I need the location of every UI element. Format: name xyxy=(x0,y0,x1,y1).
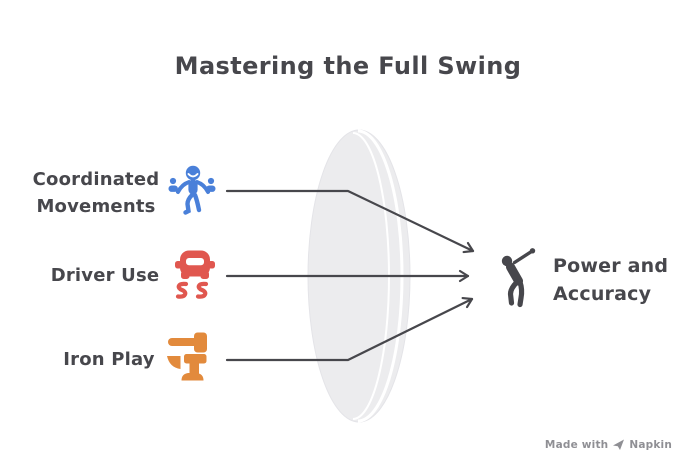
watermark: Made with Napkin xyxy=(545,438,672,451)
input-label-driver-use: Driver Use xyxy=(50,265,160,286)
flow-arrow-iron-play xyxy=(225,296,474,362)
napkin-logo-icon xyxy=(613,439,625,450)
input-label-iron-play: Iron Play xyxy=(63,349,155,370)
golfer-swing-icon xyxy=(501,248,536,308)
car-skid-icon xyxy=(175,250,215,299)
output-label-power-and-accuracy: Power and Accuracy xyxy=(553,255,669,305)
anvil-hammer-icon xyxy=(167,332,207,381)
watermark-brand: Napkin xyxy=(629,438,672,451)
group-movement-icon xyxy=(168,165,216,215)
flow-arrow-coordinated-movements xyxy=(225,189,475,254)
input-label-coordinated-movements: Coordinated Movements xyxy=(32,169,160,217)
watermark-prefix: Made with xyxy=(544,438,609,451)
diagram-title: Mastering the Full Swing xyxy=(174,52,522,80)
